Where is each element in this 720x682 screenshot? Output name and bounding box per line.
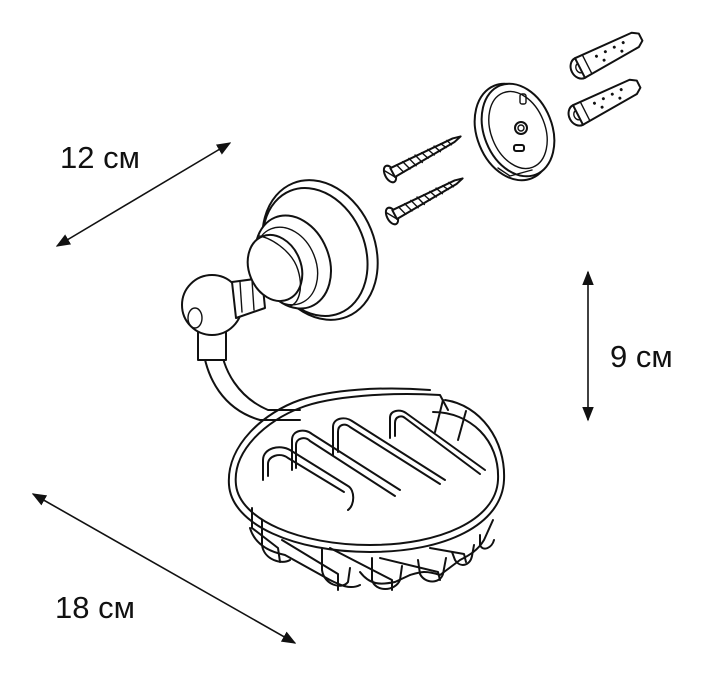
screw-icon [384,177,464,226]
dimension-depth: 12 см [55,140,232,247]
depth-arrow [55,142,232,247]
wall-plug-icon [569,31,644,80]
width-arrow [31,493,297,644]
width-label: 18 см [55,590,135,625]
height-label: 9 см [610,339,673,374]
wall-plug-icon [567,78,642,127]
mounting-plate-icon [473,82,556,182]
depth-label: 12 см [60,140,140,175]
soap-dish-icon [181,179,506,591]
dimension-height: 9 см [582,270,673,422]
dimension-width: 18 см [31,493,297,644]
screw-icon [382,135,462,184]
